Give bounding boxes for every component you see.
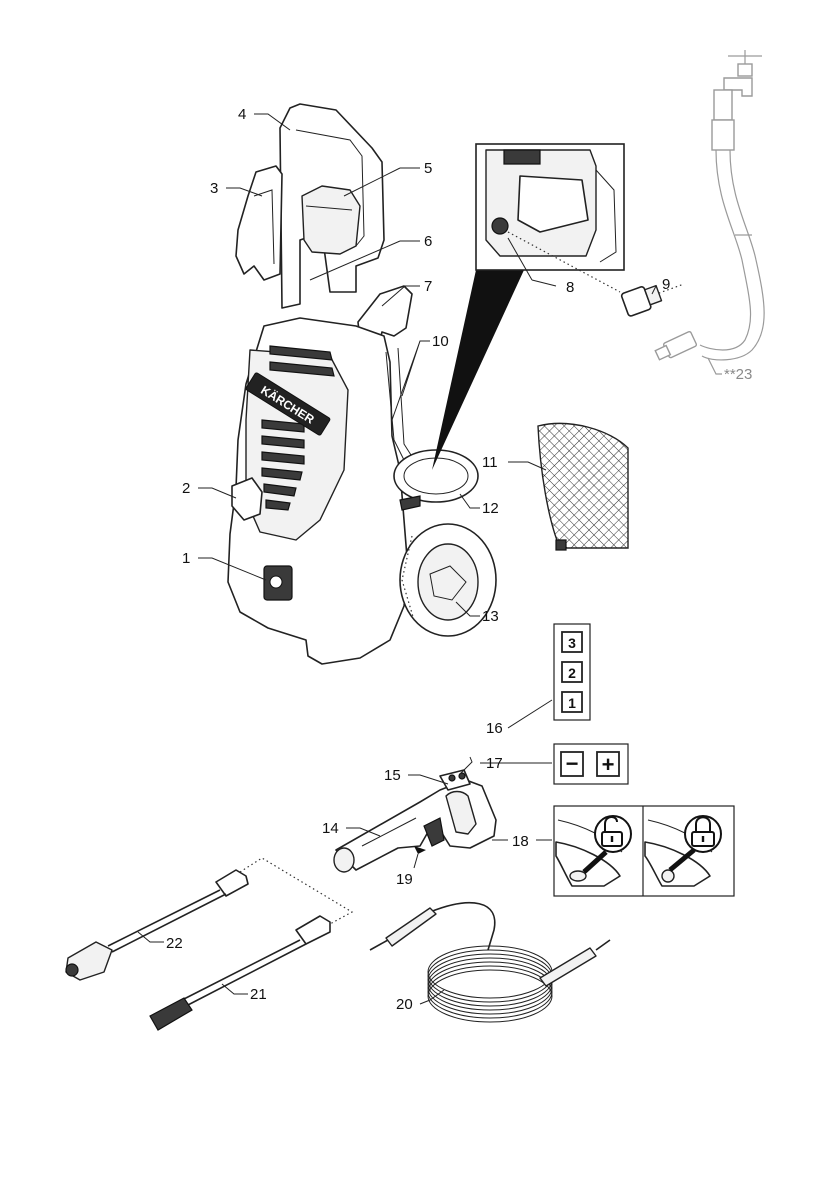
callout-8: 8 <box>566 279 574 296</box>
minus-icon: − <box>566 751 579 776</box>
stage-label-3: 3 <box>568 635 576 651</box>
lance-with-vario-nozzle <box>150 916 330 1030</box>
callout-21: 21 <box>250 986 267 1003</box>
spray-gun <box>334 770 496 872</box>
trigger-lock-panel <box>554 806 734 896</box>
callout-22: 22 <box>166 935 183 952</box>
callout-16: 16 <box>486 720 503 737</box>
callout-13: 13 <box>482 608 499 625</box>
pressure-adjust-symbols: − + <box>554 744 628 784</box>
unlocked-padlock-icon <box>595 816 631 852</box>
plus-icon: + <box>602 752 615 777</box>
water-coupling <box>621 274 686 317</box>
callout-18: 18 <box>512 833 529 850</box>
callout-20: 20 <box>396 996 413 1013</box>
lance-with-rotary-nozzle <box>66 858 352 980</box>
callout-15: 15 <box>384 767 401 784</box>
water-tap-and-hose <box>654 50 764 362</box>
callout-6: 6 <box>424 233 432 250</box>
locked-padlock-icon <box>685 816 721 852</box>
callout-19: 19 <box>396 871 413 888</box>
callout-5: 5 <box>424 160 432 177</box>
callout-12: 12 <box>482 500 499 517</box>
stage-label-2: 2 <box>568 665 576 681</box>
callout-4: 4 <box>238 106 246 123</box>
callout-14: 14 <box>322 820 339 837</box>
filter-mesh-bag <box>538 423 628 550</box>
callout-17: 17 <box>486 755 503 772</box>
pressure-stage-indicator: 3 2 1 <box>554 624 590 720</box>
water-connection-inset <box>432 144 624 470</box>
callout-2: 2 <box>182 480 190 497</box>
callout-7: 7 <box>424 278 432 295</box>
callout-11: 11 <box>482 454 498 471</box>
callout-9: 9 <box>662 276 670 293</box>
callout-1: 1 <box>182 550 190 567</box>
callout-10: 10 <box>432 333 449 350</box>
callout-3: 3 <box>210 180 218 197</box>
stage-label-1: 1 <box>568 695 576 711</box>
callout-23: **23 <box>724 366 752 383</box>
